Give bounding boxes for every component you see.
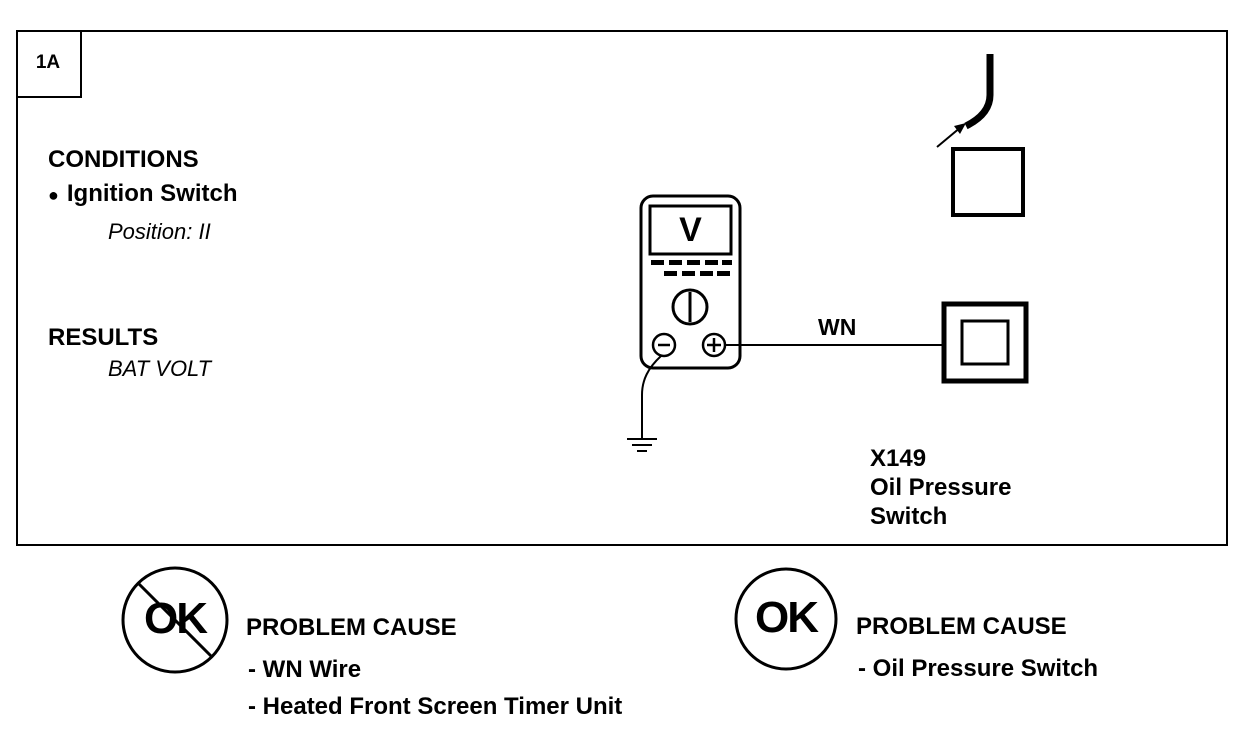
not-ok-causes: - WN Wire - Heated Front Screen Timer Un… [248, 656, 622, 730]
wire-label: WN [818, 314, 857, 340]
ok-causes: - Oil Pressure Switch [858, 655, 1098, 692]
conditions-item: ● Ignition Switch [48, 180, 238, 208]
connector-icon [951, 147, 1025, 217]
results-heading: RESULTS [48, 324, 159, 351]
component-code: X149 [870, 445, 927, 472]
diagram-frame [16, 30, 1228, 546]
step-label: 1A [16, 30, 82, 98]
cause-item: - Oil Pressure Switch [858, 655, 1099, 682]
disconnect-arrow-icon [936, 126, 962, 148]
conditions-item-label: Ignition Switch [66, 180, 238, 207]
not-ok-circle-icon [121, 566, 229, 674]
conditions-position: Position: II [108, 219, 211, 244]
ok-symbol: OK [755, 593, 819, 642]
component-name-line1: Oil Pressure [870, 474, 1012, 501]
harness-wire [964, 54, 994, 130]
ground-lead [641, 355, 662, 438]
cause-item: - Heated Front Screen Timer Unit [248, 693, 623, 720]
not-ok-heading: PROBLEM CAUSE [246, 614, 457, 641]
not-ok-slash-icon [136, 581, 214, 659]
component-name-line2: Switch [870, 503, 948, 530]
oil-pressure-switch-icon [941, 301, 1029, 384]
bullet-icon: ● [48, 185, 59, 205]
ok-circle-icon [734, 567, 838, 671]
conditions-heading: CONDITIONS [48, 146, 199, 173]
not-ok-symbol: OK [144, 594, 208, 643]
ground-icon [627, 438, 657, 452]
multimeter-mode: V [679, 210, 702, 249]
ok-heading: PROBLEM CAUSE [856, 613, 1067, 640]
multimeter-keypad [651, 260, 732, 276]
cause-item: - WN Wire [248, 656, 362, 683]
results-value: BAT VOLT [108, 356, 212, 381]
component-label: X149 Oil Pressure Switch [870, 444, 1011, 531]
multimeter-display [648, 204, 733, 256]
